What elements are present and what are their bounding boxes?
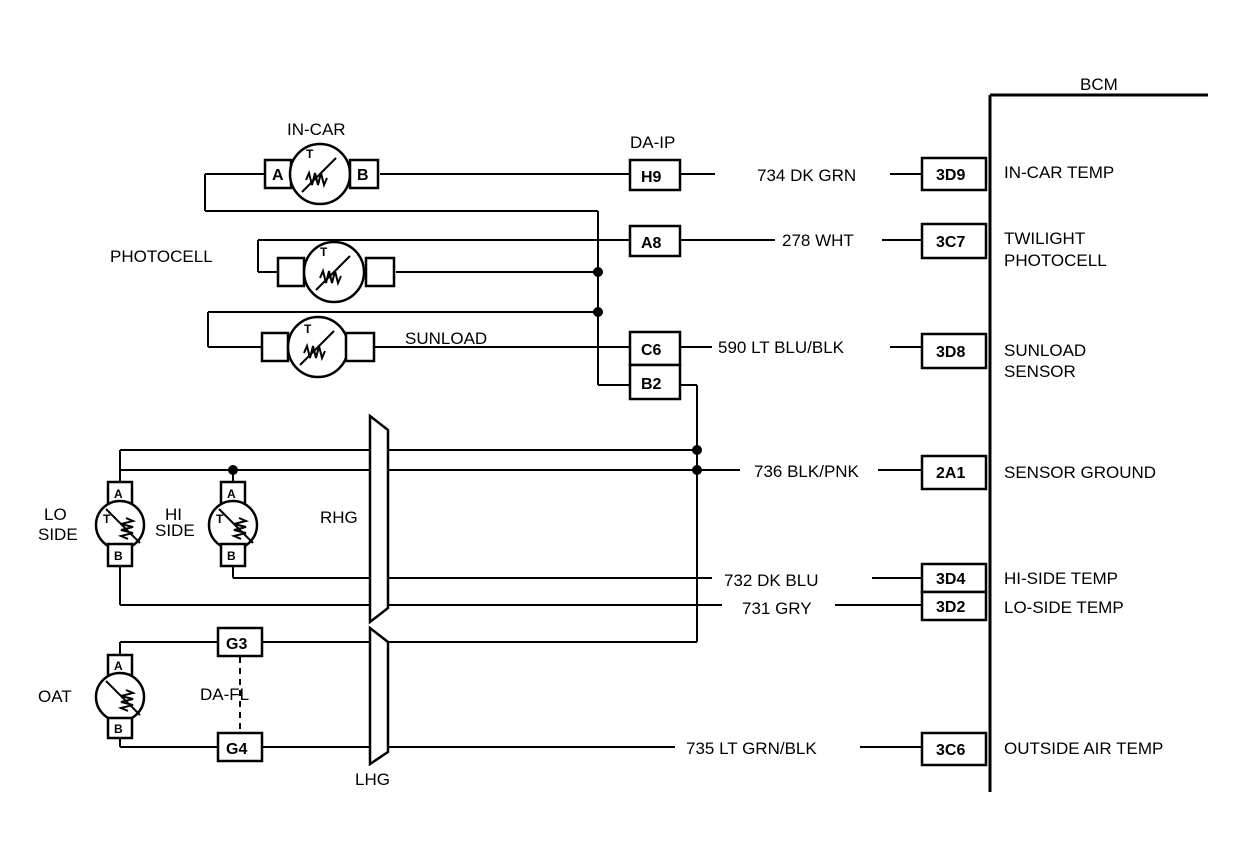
oat-label: OAT <box>38 687 72 706</box>
circuit-function: SUNLOAD <box>1004 341 1086 360</box>
pin-a-label: A <box>227 487 236 501</box>
lo-side-sensor: LO SIDE A T B <box>38 480 146 568</box>
bcm-pin-label: 3D2 <box>936 599 965 616</box>
pin-b-box <box>106 542 134 568</box>
bcm-pin-box <box>920 222 988 260</box>
circuit-function: HI-SIDE TEMP <box>1004 569 1118 588</box>
pin-box <box>276 256 306 288</box>
da-fl-connector: G3 DA-FL G4 <box>200 626 264 763</box>
pin-b-box <box>106 716 134 740</box>
bcm-pin-box <box>920 156 988 192</box>
bcm-pin-box <box>920 454 988 491</box>
in-car-label: IN-CAR <box>287 120 346 139</box>
connector-g3-label: G3 <box>226 636 247 653</box>
splice-dot <box>228 465 238 475</box>
t-label: T <box>320 245 328 259</box>
in-car-sensor: IN-CAR A T B <box>263 120 380 206</box>
pin-a-label: A <box>114 659 123 673</box>
connector-a8 <box>628 224 682 258</box>
da-ip-connector: DA-IP H9 A8 C6 B2 <box>628 133 682 401</box>
pin-b-label: B <box>114 549 123 563</box>
photocell-sensor: PHOTOCELL T <box>110 240 396 304</box>
connector-c6 <box>628 330 682 367</box>
bcm-module: BCM <box>988 75 1208 792</box>
t-label: T <box>306 147 314 161</box>
circuit-function: IN-CAR TEMP <box>1004 163 1114 182</box>
wire-label: 736 BLK/PNK <box>754 462 860 481</box>
connector-g4 <box>216 731 264 763</box>
circuit-function: SENSOR GROUND <box>1004 463 1156 482</box>
wire-label: 278 WHT <box>782 231 854 250</box>
splice-points <box>228 267 702 475</box>
connector-c6-label: C6 <box>641 342 662 359</box>
bcm-circuits: 734 DK GRN 3D9 IN-CAR TEMP 278 WHT 3C7 T… <box>686 156 1163 767</box>
bcm-pin-box <box>920 332 988 370</box>
bcm-pin-label: 3C7 <box>936 234 965 251</box>
lhg-label: LHG <box>355 770 390 789</box>
photocell-label: PHOTOCELL <box>110 247 213 266</box>
lo-side-label-1: LO <box>44 505 67 524</box>
thermistor-icon <box>94 671 146 723</box>
circuit-function: TWILIGHT <box>1004 229 1085 248</box>
pin-a-label: A <box>272 167 284 184</box>
circuit-function: OUTSIDE AIR TEMP <box>1004 739 1163 758</box>
circuit-function: LO-SIDE TEMP <box>1004 598 1124 617</box>
sunload-sensor: T SUNLOAD <box>260 315 487 379</box>
da-ip-label: DA-IP <box>630 133 675 152</box>
pin-box <box>260 331 290 363</box>
da-fl-label: DA-FL <box>200 685 249 704</box>
sunload-label: SUNLOAD <box>405 329 487 348</box>
connector-b2-label: B2 <box>641 376 662 393</box>
circuit-function-line-2: PHOTOCELL <box>1004 251 1107 270</box>
connector-h9-label: H9 <box>641 169 662 186</box>
lo-side-label-2: SIDE <box>38 525 78 544</box>
bcm-pin-label: 3D4 <box>936 571 965 588</box>
wire-label: 735 LT GRN/BLK <box>686 739 817 758</box>
wire-label: 731 GRY <box>742 599 812 618</box>
splice-dot <box>593 307 603 317</box>
pin-b-box <box>348 158 380 190</box>
hi-side-label-2: SIDE <box>155 521 195 540</box>
wire-label: 732 DK BLU <box>724 571 819 590</box>
pin-box <box>364 256 396 288</box>
bcm-pin-label: 3D9 <box>936 167 965 184</box>
lhg-connector: LHG <box>355 625 390 789</box>
wires <box>119 173 922 748</box>
t-label: T <box>216 512 224 526</box>
wire-label: 734 DK GRN <box>757 166 856 185</box>
connector-a8-label: A8 <box>641 235 662 252</box>
pin-b-box <box>219 542 247 568</box>
bcm-pin-label: 3D8 <box>936 344 965 361</box>
rhg-connector: RHG <box>320 413 390 625</box>
bcm-pin-label: 2A1 <box>936 465 965 482</box>
pin-b-label: B <box>357 167 369 184</box>
pin-b-label: B <box>227 549 236 563</box>
connector-g3 <box>216 626 264 658</box>
hi-side-sensor: HI SIDE A T B <box>155 480 259 568</box>
t-label: T <box>103 512 111 526</box>
pin-a-label: A <box>114 487 123 501</box>
bcm-pin-box <box>920 731 988 767</box>
t-label: T <box>304 322 312 336</box>
rhg-label: RHG <box>320 508 358 527</box>
hi-side-label-1: HI <box>165 505 182 524</box>
pin-a-box <box>263 158 293 190</box>
connector-h9 <box>628 158 682 192</box>
splice-dot <box>593 267 603 277</box>
splice-dot <box>692 445 702 455</box>
pin-box <box>344 331 376 363</box>
wire-label: 590 LT BLU/BLK <box>718 338 845 357</box>
oat-sensor: OAT A B <box>38 653 146 740</box>
bcm-pin-box <box>920 590 988 622</box>
bcm-pin-label: 3C6 <box>936 742 965 759</box>
splice-dot <box>692 465 702 475</box>
circuit-function-line-2: SENSOR <box>1004 362 1076 381</box>
bcm-label: BCM <box>1080 75 1118 94</box>
pin-b-label: B <box>114 722 123 736</box>
connector-b2 <box>628 363 682 401</box>
connector-g4-label: G4 <box>226 741 247 758</box>
